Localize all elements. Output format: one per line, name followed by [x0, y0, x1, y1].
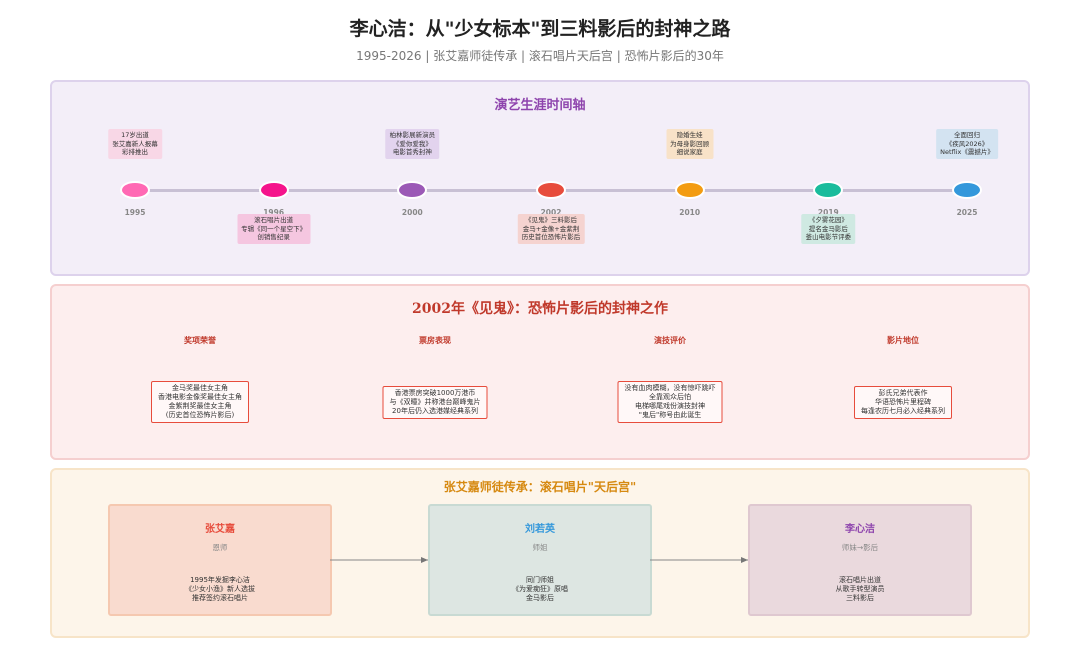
lineage-desc-1: 同门师姐 《为爱痴狂》原唱 金马影后: [512, 576, 568, 602]
timeline-year-2025: 2025: [956, 208, 978, 217]
ghost-heading-1: 票房表现: [419, 335, 451, 345]
ghost-heading-2: 演技评价: [654, 335, 686, 345]
lineage-desc-2: 滚石唱片出道 从歌手转型演员 三料影后: [835, 576, 885, 602]
lineage-box-0: 张艾嘉恩师 1995年发掘李心洁 《少女小渔》新人选拔 推荐签约滚石唱片: [108, 504, 332, 616]
timeline-dot-2025: [952, 181, 983, 199]
ghost-box-3: 彭氏兄弟代表作 华语恐怖片里程碑 每逢农历七月必入经典系列: [854, 385, 952, 419]
lineage-role-2: 师妹→影后: [841, 543, 879, 552]
timeline-note-2002: 《见鬼》三料影后 金马+金像+金紫荆 历史首位恐怖片影后: [517, 214, 585, 244]
timeline-note-2000: 柏林影展新演员 《爱你爱我》 电影首秀封神: [385, 129, 440, 159]
ghost-film-panel: 2002年《见鬼》：恐怖片影后的封神之作: [50, 284, 1030, 460]
ghost-heading-3: 影片地位: [887, 335, 919, 345]
timeline-year-2000: 2000: [401, 208, 423, 217]
ghost-box-0: 金马奖最佳女主角 香港电影金像奖最佳女主角 金紫荆奖最佳女主角 (历史首位恐怖片…: [151, 381, 249, 423]
timeline-dot-1996: [258, 181, 289, 199]
lineage-name-0: 张艾嘉: [205, 524, 235, 535]
timeline-year-2002: 2002: [540, 208, 562, 217]
timeline-dot-2000: [397, 181, 428, 199]
timeline-note-1996: 滚石唱片出道 专辑《同一个星空下》 创销售纪录: [237, 214, 311, 244]
lineage-role-1: 师姐: [532, 543, 548, 552]
timeline-note-2025: 全面回归 《疾风2026》 Netflix《震撼片》: [936, 129, 998, 159]
timeline-year-2010: 2010: [679, 208, 701, 217]
timeline-note-1995: 17岁出道 张艾嘉新人报幕 彩排推出: [108, 129, 162, 159]
timeline-note-2019: 《夕雾花园》 提名金马影后 釜山电影节评委: [801, 214, 856, 244]
lineage-name-2: 李心洁: [845, 524, 875, 535]
ghost-box-1: 香港票房突破1000万港币 与《双瞳》并称港台巅峰鬼片 20年后仍入选港媒经典系…: [382, 385, 488, 419]
timeline-dot-2010: [674, 181, 705, 199]
lineage-box-2: 李心洁师妹→影后滚石唱片出道 从歌手转型演员 三料影后: [748, 504, 972, 616]
timeline-note-2010: 隐婚生娃 为母身影回顾 细说家庭: [666, 129, 714, 159]
timeline-dot-1995: [120, 181, 150, 199]
lineage-name-1: 刘若英: [525, 524, 555, 535]
timeline-year-1996: 1996: [263, 208, 285, 217]
page-title: 李心洁：从"少女标本"到三料影后的封神之路: [349, 18, 731, 40]
lineage-role-0: 恩师: [212, 543, 228, 552]
ghost-heading-0: 奖项荣誉: [184, 335, 216, 345]
timeline-year-1995: 1995: [124, 208, 146, 217]
timeline-year-2019: 2019: [817, 208, 839, 217]
ghost-box-2: 没有血肉模糊，没有惊吓跳吓 全靠观众后怕 电梯哪尾戏份演技封神 "鬼后"称号由此…: [617, 381, 723, 423]
page-subtitle: 1995-2026 | 张艾嘉师徒传承 | 滚石唱片天后宫 | 恐怖片影后的30…: [356, 49, 724, 63]
lineage-title: 张艾嘉师徒传承：滚石唱片"天后宫": [443, 480, 637, 494]
lineage-box-1: 刘若英师姐同门师姐 《为爱痴狂》原唱 金马影后: [428, 504, 652, 616]
timeline-dot-2019: [813, 181, 844, 199]
lineage-desc-0: 1995年发掘李心洁 《少女小渔》新人选拔 推荐签约滚石唱片: [185, 576, 255, 602]
timeline-dot-2002: [536, 181, 566, 199]
career-timeline-title: 演艺生涯时间轴: [494, 98, 586, 113]
ghost-film-title: 2002年《见鬼》：恐怖片影后的封神之作: [412, 301, 668, 317]
